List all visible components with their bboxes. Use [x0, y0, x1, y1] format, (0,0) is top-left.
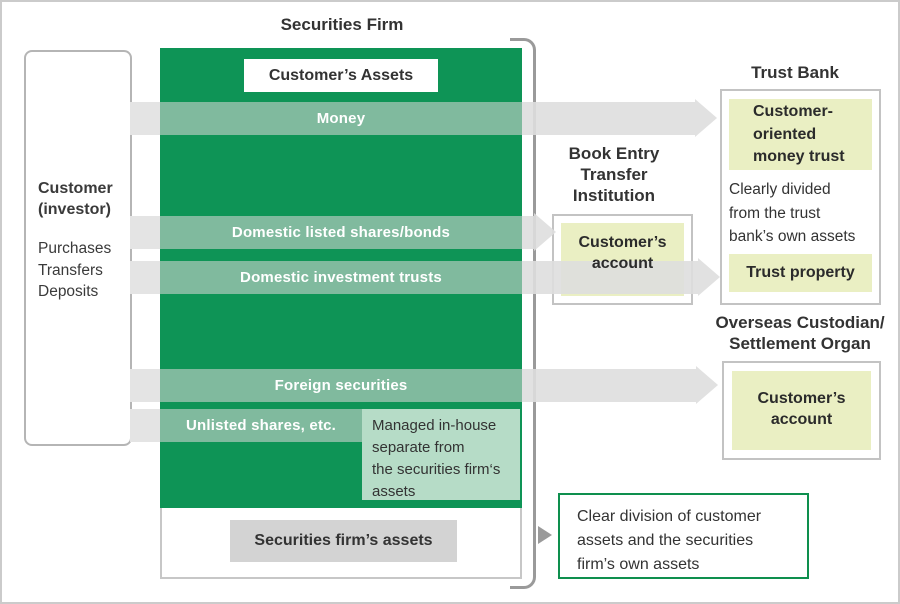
customer-action-deposits: Deposits	[38, 283, 99, 300]
investment-trusts-connector	[130, 261, 163, 294]
clearly-divided-note: Clearly divided from the trust bank’s ow…	[729, 178, 879, 249]
overseas-custodian-heading: Overseas Custodian/ Settlement Organ	[700, 313, 898, 354]
unlisted-shares-connector	[130, 409, 163, 442]
arrow-head	[696, 366, 718, 404]
customer-action-purchases: Purchases	[38, 240, 112, 257]
overseas-custodian-box: Customer’s account	[722, 361, 881, 460]
customer-text: Customer (investor) Purchases Transfers …	[38, 178, 113, 303]
note-line: assets	[372, 483, 416, 500]
callout-line: firm’s own assets	[577, 556, 700, 573]
band-unlisted-shares: Unlisted shares, etc.	[160, 409, 362, 442]
divided-line: from the trust	[729, 204, 821, 222]
account-line: account	[770, 411, 833, 428]
heading-line: Settlement Organ	[729, 333, 871, 353]
customer-assets-area: Customer’s Assets Money Domestic listed …	[160, 48, 522, 508]
callout-line: Clear division of customer	[577, 508, 762, 525]
managed-in-house-note: Managed in-house separate from the secur…	[362, 409, 520, 500]
note-line: the securities firm‘s	[372, 461, 501, 478]
account-line: account	[591, 255, 654, 272]
listed-shares-connector	[130, 216, 163, 249]
book-entry-heading: Book Entry Transfer Institution	[547, 143, 681, 206]
arrow-head	[698, 258, 720, 296]
band-listed-shares: Domestic listed shares/bonds	[160, 216, 522, 249]
arrow-body	[522, 216, 534, 249]
customer-name-line: Customer	[38, 180, 113, 197]
customer-investor-box: Customer (investor) Purchases Transfers …	[24, 50, 132, 446]
book-entry-account-label: Customer’s account	[554, 232, 691, 274]
money-trust-line: Customer-	[753, 103, 834, 120]
callout-line: assets and the securities	[577, 532, 754, 549]
customer-name-line: (investor)	[38, 201, 111, 218]
arrow-body	[522, 102, 695, 135]
account-line: Customer’s	[757, 390, 846, 407]
customer-assets-label-box: Customer’s Assets	[244, 59, 438, 92]
money-trust-line: oriented	[753, 125, 817, 143]
arrow-body	[522, 369, 696, 402]
divided-line: Clearly divided	[729, 181, 831, 198]
clear-division-callout: Clear division of customer assets and th…	[558, 493, 809, 579]
note-line: separate from	[372, 439, 465, 456]
customer-action-transfers: Transfers	[38, 261, 103, 279]
band-foreign-securities: Foreign securities	[160, 369, 522, 402]
heading-line: Overseas Custodian/	[715, 313, 885, 332]
account-line: Customer’s	[578, 234, 667, 251]
callout-pointer-icon	[538, 526, 552, 544]
customer-actions: Purchases Transfers Deposits	[38, 238, 113, 303]
trust-property-box: Trust property	[729, 254, 872, 292]
money-trust-box: Customer- oriented money trust	[729, 99, 872, 170]
customer-name: Customer (investor)	[38, 178, 113, 220]
securities-firm-bracket	[510, 38, 536, 589]
note-line: Managed in-house	[372, 417, 497, 434]
trust-bank-heading: Trust Bank	[751, 63, 839, 82]
arrow-head	[534, 213, 556, 251]
heading-line: Transfer	[580, 165, 648, 184]
overseas-account-box: Customer’s account	[732, 371, 871, 450]
heading-line: Institution	[572, 186, 656, 205]
arrow-head	[695, 99, 717, 137]
securities-firm-container: Customer’s Assets Money Domestic listed …	[160, 48, 522, 579]
band-money: Money	[160, 102, 522, 135]
foreign-securities-connector	[130, 369, 163, 402]
money-connector	[130, 102, 163, 135]
divided-line: bank’s own assets	[729, 228, 856, 245]
money-trust-line: money trust	[753, 148, 845, 165]
arrow-body	[522, 261, 698, 294]
trust-bank-box: Customer- oriented money trust Clearly d…	[720, 89, 881, 305]
securities-firm-title: Securities Firm	[280, 15, 404, 34]
band-investment-trusts: Domestic investment trusts	[160, 261, 522, 294]
heading-line: Book Entry	[568, 144, 660, 163]
securities-firm-assets-box: Securities firm’s assets	[230, 520, 457, 562]
